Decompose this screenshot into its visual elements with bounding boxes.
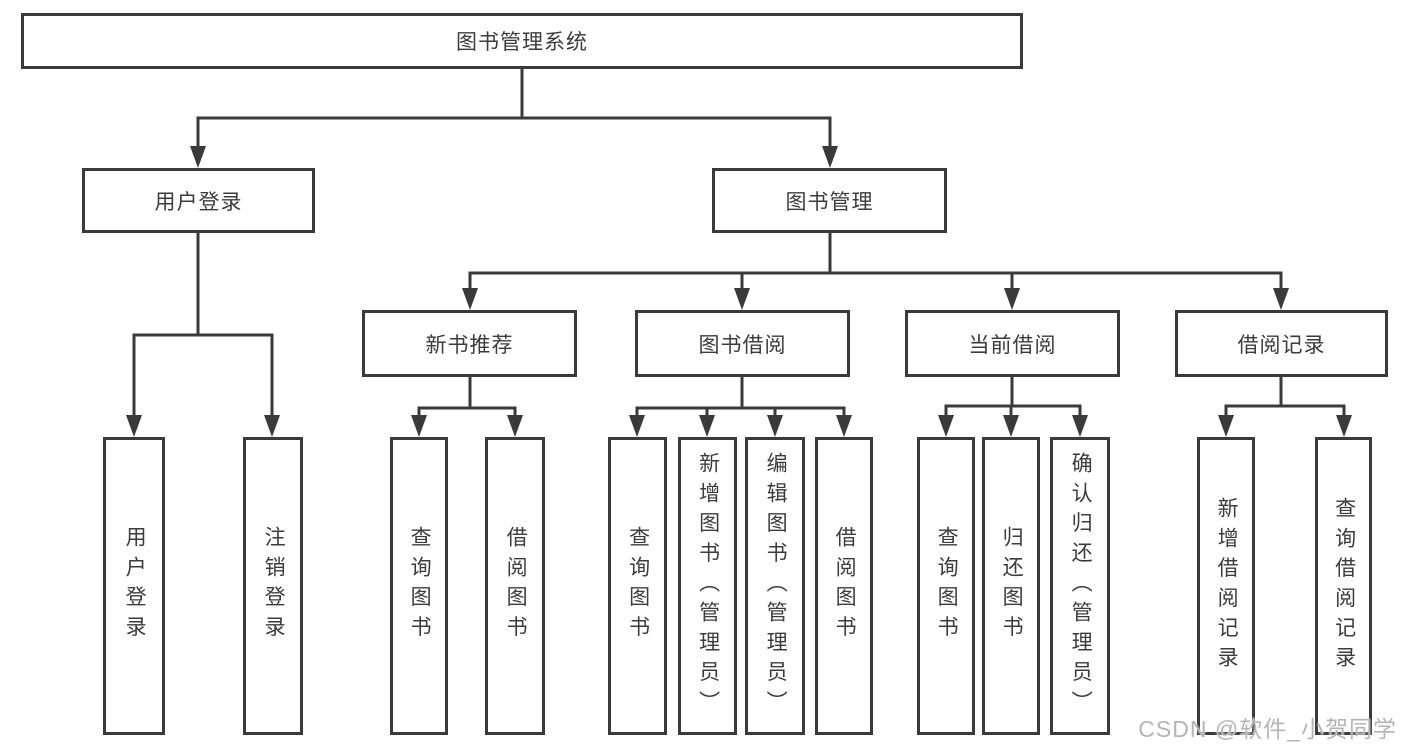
leaf-user-login: 用户登录 xyxy=(103,437,165,735)
connector-newbook-to-leaves xyxy=(411,377,523,437)
connector-bookmgmt-to-level3 xyxy=(462,233,1289,310)
node-borrow-records-label: 借阅记录 xyxy=(1237,333,1326,357)
leaf-query-borrow-record: 查询借阅记录 xyxy=(1315,437,1372,735)
connector-currentborrow-to-leaves xyxy=(938,377,1088,437)
leaf-return-books: 归还图书 xyxy=(982,437,1040,735)
node-new-book-recommend-label: 新书推荐 xyxy=(425,333,514,357)
arrow-down-icon xyxy=(190,146,206,168)
leaf-current-query-books: 查询图书 xyxy=(917,437,975,735)
arrow-down-icon xyxy=(126,415,142,437)
leaf-add-books-admin-label: 新增图书（管理员） xyxy=(696,451,720,721)
arrow-down-icon xyxy=(938,415,954,437)
leaf-confirm-return-admin: 确认归还（管理员） xyxy=(1050,437,1110,735)
leaf-borrow-books-label: 借阅图书 xyxy=(833,526,857,646)
connector-records-to-leaves xyxy=(1218,377,1352,437)
node-current-borrow-label: 当前借阅 xyxy=(968,333,1057,357)
arrow-down-icon xyxy=(1072,415,1088,437)
arrow-down-icon xyxy=(507,415,523,437)
leaf-newbook-query-books: 查询图书 xyxy=(390,437,448,735)
leaf-logout: 注销登录 xyxy=(243,437,303,735)
leaf-edit-books-admin-label: 编辑图书（管理员） xyxy=(764,451,788,721)
arrow-down-icon xyxy=(836,415,852,437)
leaf-current-query-books-label: 查询图书 xyxy=(935,526,959,646)
arrow-down-icon xyxy=(1273,288,1289,310)
node-root: 图书管理系统 xyxy=(21,13,1023,69)
arrow-down-icon xyxy=(767,415,783,437)
arrow-down-icon xyxy=(1218,415,1234,437)
connector-root-to-level2 xyxy=(190,69,838,168)
arrow-down-icon xyxy=(1004,288,1020,310)
leaf-newbook-borrow-books: 借阅图书 xyxy=(485,437,545,735)
node-current-borrow: 当前借阅 xyxy=(905,310,1120,377)
watermark: CSDN @软件_小贺同学 xyxy=(1138,716,1397,742)
node-book-borrow: 图书借阅 xyxy=(635,310,850,377)
node-user-login: 用户登录 xyxy=(82,168,315,233)
arrow-down-icon xyxy=(462,288,478,310)
arrow-down-icon xyxy=(264,415,280,437)
leaf-borrow-query-books-label: 查询图书 xyxy=(626,526,650,646)
leaf-logout-label: 注销登录 xyxy=(262,526,286,646)
arrow-down-icon xyxy=(699,415,715,437)
arrow-down-icon xyxy=(822,146,838,168)
node-new-book-recommend: 新书推荐 xyxy=(362,310,577,377)
arrow-down-icon xyxy=(411,415,427,437)
node-book-management: 图书管理 xyxy=(712,168,947,233)
arrow-down-icon xyxy=(629,415,645,437)
leaf-return-books-label: 归还图书 xyxy=(1000,526,1024,646)
node-book-management-label: 图书管理 xyxy=(785,190,874,214)
arrow-down-icon xyxy=(1336,415,1352,437)
leaf-edit-books-admin: 编辑图书（管理员） xyxy=(745,437,805,735)
leaf-add-books-admin: 新增图书（管理员） xyxy=(678,437,737,735)
arrow-down-icon xyxy=(734,288,750,310)
arrow-down-icon xyxy=(1003,415,1019,437)
leaf-borrow-books: 借阅图书 xyxy=(815,437,873,735)
leaf-newbook-borrow-books-label: 借阅图书 xyxy=(504,526,528,646)
connector-bookborrow-to-leaves xyxy=(629,377,852,437)
leaf-user-login-label: 用户登录 xyxy=(123,526,147,646)
node-user-login-label: 用户登录 xyxy=(154,190,243,214)
leaf-add-borrow-record-label: 新增借阅记录 xyxy=(1215,496,1239,676)
connector-userlogin-to-leaves xyxy=(126,233,280,437)
leaf-borrow-query-books: 查询图书 xyxy=(608,437,667,735)
node-borrow-records: 借阅记录 xyxy=(1175,310,1388,377)
leaf-newbook-query-books-label: 查询图书 xyxy=(408,526,432,646)
node-book-borrow-label: 图书借阅 xyxy=(698,333,787,357)
leaf-confirm-return-admin-label: 确认归还（管理员） xyxy=(1069,451,1093,721)
leaf-query-borrow-record-label: 查询借阅记录 xyxy=(1332,496,1356,676)
node-root-label: 图书管理系统 xyxy=(456,31,588,54)
leaf-add-borrow-record: 新增借阅记录 xyxy=(1197,437,1255,735)
